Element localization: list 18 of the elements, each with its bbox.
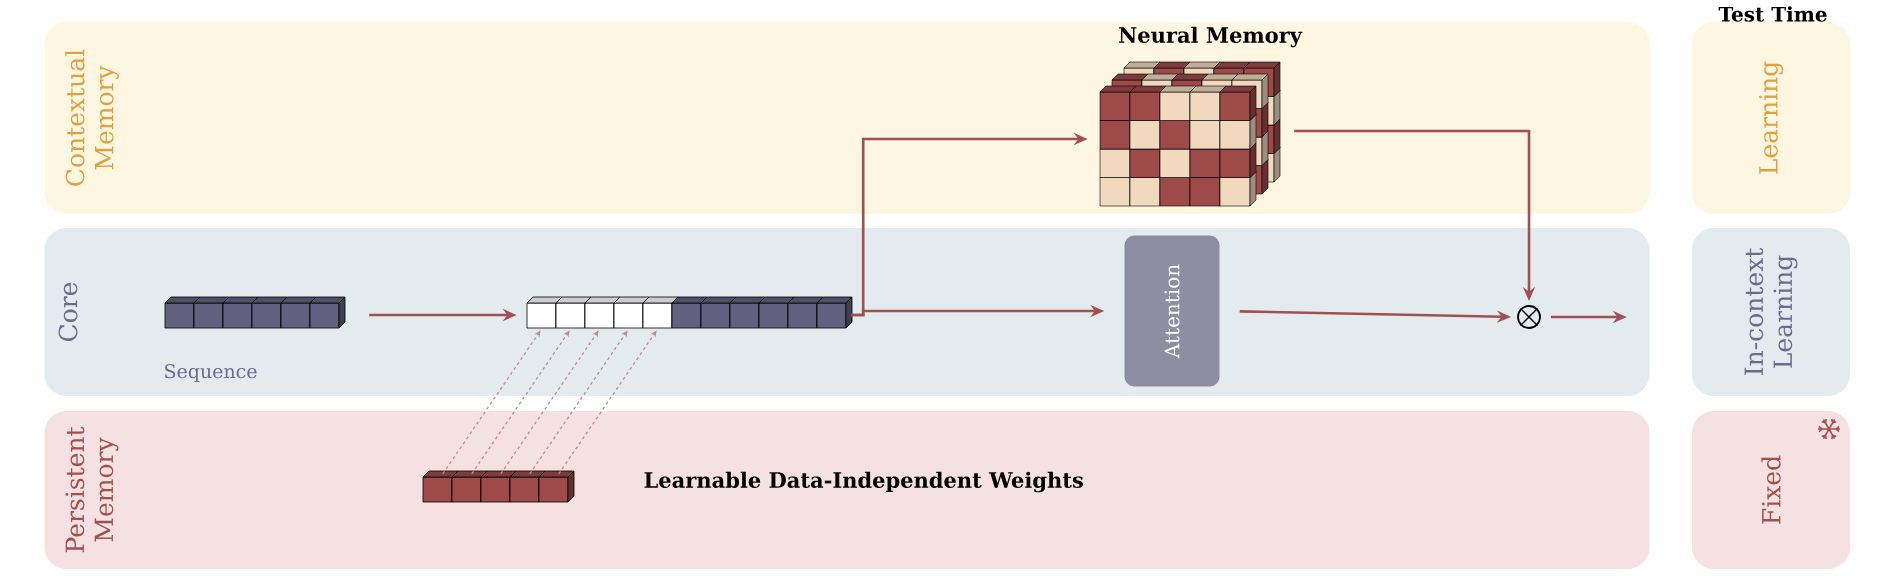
column-heading: Test Time	[1718, 6, 1827, 22]
multiply-symbol	[1517, 305, 1541, 329]
band: Fixed	[1692, 411, 1850, 569]
arrow	[529, 330, 628, 475]
node-label: Neural Memory	[1119, 26, 1303, 48]
arrow	[471, 330, 570, 475]
band: Learning	[1692, 22, 1850, 214]
cube-bar	[164, 296, 346, 329]
arrow	[558, 330, 657, 475]
neural-memory-drawing: Neural Memory	[1099, 26, 1303, 207]
arrow	[500, 330, 599, 475]
cube-bar	[526, 296, 853, 329]
arrow	[442, 330, 541, 475]
band: In-context Learning	[1692, 228, 1850, 396]
bar-caption: Sequence	[165, 364, 257, 383]
attention-box: Attention	[1124, 235, 1220, 387]
cube-bar	[422, 470, 575, 503]
bar-caption: Learnable Data-Independent Weights	[644, 471, 1083, 493]
